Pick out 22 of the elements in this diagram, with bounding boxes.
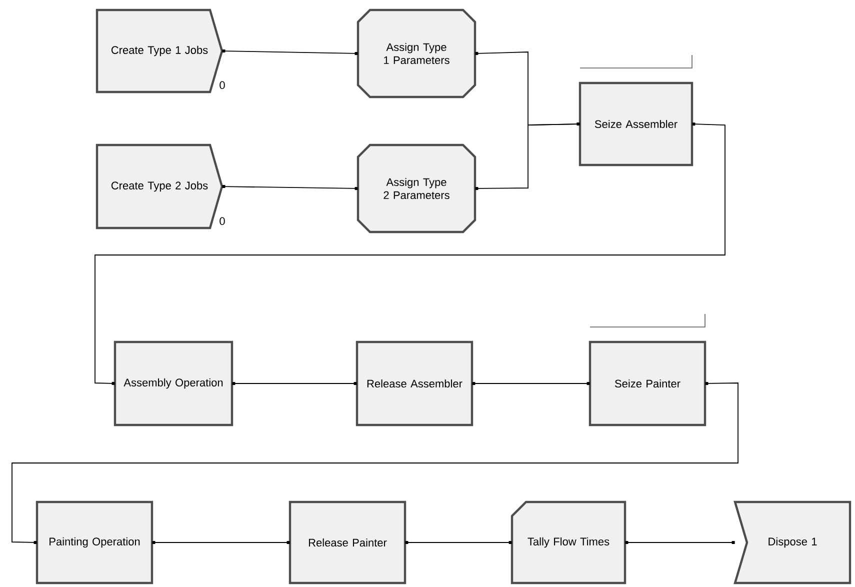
seize-block: Seize Assembler [578, 54, 694, 166]
record-block: Tally Flow Times [510, 500, 626, 584]
count-label: 0 [220, 217, 225, 225]
process-block: Assembly Operation [114, 340, 234, 426]
dispose-block: Dispose 1 [734, 500, 852, 584]
connector [12, 382, 738, 544]
process-block: Release Painter [288, 500, 406, 584]
connector [232, 382, 357, 385]
connector [222, 50, 358, 55]
connector [475, 122, 580, 190]
connector [94, 122, 726, 385]
connector [405, 541, 512, 544]
process-block: Release Assembler [356, 340, 474, 426]
seize-block: Seize Painter [588, 314, 706, 426]
connector [222, 185, 358, 190]
assign-block: Assign Type 1 Parameters [356, 8, 476, 98]
count-label: 0 [220, 81, 225, 89]
connector [152, 541, 290, 544]
connector [625, 541, 735, 544]
process-block: Painting Operation [36, 500, 154, 584]
connector [472, 382, 590, 385]
assign-block: Assign Type 2 Parameters [356, 144, 476, 234]
